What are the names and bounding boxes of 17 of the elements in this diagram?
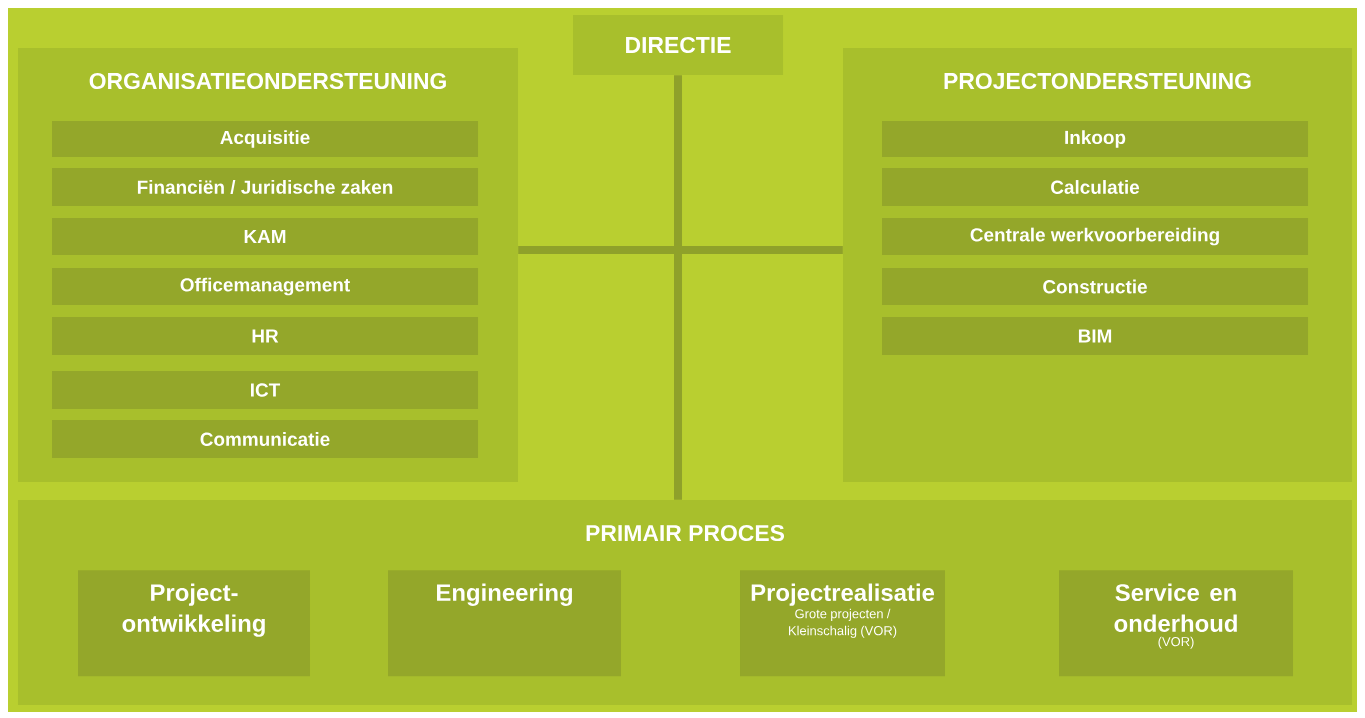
process-box: Service en onderhoud (VOR) — [1059, 570, 1293, 677]
heading-box: DIRECTIE — [573, 15, 783, 75]
department-box: HR — [52, 317, 478, 355]
department-box: Calculatie — [882, 168, 1308, 206]
department-box: Financiën / Juridische zaken — [52, 168, 478, 206]
department-box: BIM — [882, 317, 1308, 355]
department-box: Inkoop — [882, 121, 1308, 157]
process-box: Projectrealisatie Grote projecten / Kleinschalig (VOR) — [740, 570, 945, 677]
department-box: Communicatie — [52, 420, 478, 458]
department-box: Centrale werkvoorbereiding — [882, 218, 1308, 255]
department-box: Officemanagement — [52, 268, 478, 305]
department-box: ICT — [52, 371, 478, 409]
department-box: Acquisitie — [52, 121, 478, 157]
process-box: Engineering — [388, 570, 621, 677]
process-box: Project- ontwikkeling — [78, 570, 310, 677]
department-box: Constructie — [882, 268, 1308, 305]
department-box: KAM — [52, 218, 478, 255]
